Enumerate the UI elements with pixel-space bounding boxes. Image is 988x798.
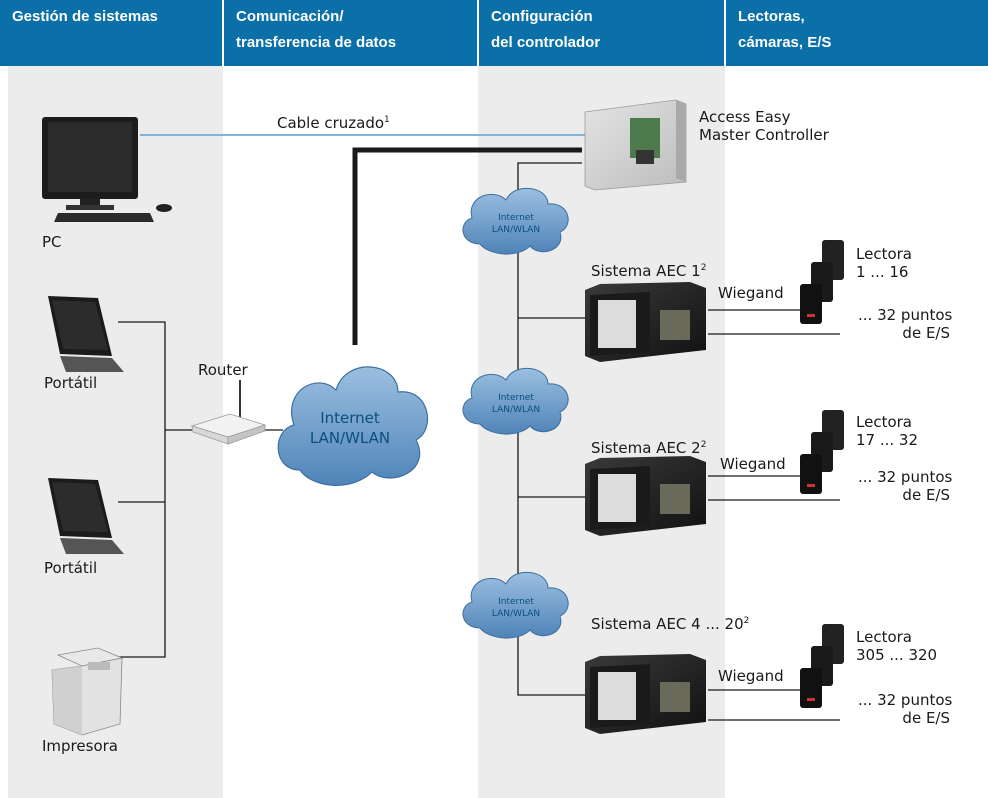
small-cloud-icon — [462, 187, 569, 255]
laptop-icon — [48, 296, 124, 372]
small-cloud-icon — [462, 571, 569, 639]
printer-label: Impresora — [42, 737, 118, 755]
reader-range: 17 ... 32 — [856, 431, 919, 449]
master-line2: Master Controller — [699, 126, 829, 144]
reader-title: Lectora — [856, 245, 912, 263]
card-reader-icon — [800, 410, 844, 494]
wiegand-label: Wiegand — [718, 667, 784, 685]
small-cloud-label: Internet LAN/WLAN — [484, 596, 548, 620]
io-points-line2: de E/S — [902, 486, 950, 504]
reader-title: Lectora — [856, 413, 912, 431]
io-points-line1: ... 32 puntos — [858, 306, 953, 324]
left-bus-line — [118, 321, 166, 658]
internet-cloud-icon — [277, 366, 429, 486]
footnote-marker: 1 — [384, 115, 390, 125]
io-points-line1: ... 32 puntos — [858, 468, 953, 486]
aec-system-label: Sistema AEC 22 — [591, 436, 706, 457]
aec-system-label: Sistema AEC 4 ... 202 — [591, 612, 749, 633]
io-points-label: ... 32 puntos de E/S — [858, 306, 953, 342]
aec-enclosure-icon — [585, 282, 706, 362]
reader-label: Lectora 1 ... 16 — [856, 245, 912, 281]
cloud-line2: LAN/WLAN — [491, 225, 541, 235]
main-cloud-label: Internet LAN/WLAN — [300, 408, 400, 448]
reader-label: Lectora 305 ... 320 — [856, 628, 937, 664]
io-points-line1: ... 32 puntos — [858, 691, 953, 709]
header-line2: del controlador — [491, 34, 601, 51]
card-reader-icon — [800, 240, 844, 324]
io-points-line2: de E/S — [902, 709, 950, 727]
printer-icon — [51, 647, 124, 736]
header-line2: transferencia de datos — [236, 34, 397, 51]
header-line1: Lectoras, — [738, 8, 805, 25]
aec-system-name: Sistema AEC 1 — [591, 262, 701, 280]
header-line1: Comunicación/ — [236, 8, 344, 25]
cloud-line1: Internet — [498, 213, 534, 223]
laptop-icon — [48, 478, 124, 554]
small-cloud-label: Internet LAN/WLAN — [484, 392, 548, 416]
cloud-line1: Internet — [320, 409, 380, 427]
footnote-marker: 2 — [743, 616, 750, 626]
reader-range: 1 ... 16 — [856, 263, 909, 281]
footnote-marker: 2 — [700, 440, 707, 450]
header-line1: Gestión de sistemas — [12, 8, 158, 25]
crossover-cable-label: Cable cruzado1 — [277, 111, 390, 132]
cloud-line2: LAN/WLAN — [491, 405, 541, 415]
small-cloud-label: Internet LAN/WLAN — [484, 212, 548, 236]
io-points-label: ... 32 puntos de E/S — [858, 691, 953, 727]
column-readers-bg — [725, 66, 988, 798]
laptop-label: Portátil — [44, 374, 98, 392]
crossover-cable-text: Cable cruzado — [277, 114, 385, 132]
footnote-marker: 2 — [700, 263, 707, 273]
master-controller-label: Access Easy Master Controller — [699, 108, 829, 144]
master-controller-icon — [584, 99, 687, 191]
pc-icon — [42, 117, 172, 222]
wiegand-label: Wiegand — [718, 284, 784, 302]
aec-system-label: Sistema AEC 12 — [591, 259, 706, 280]
cloud-line1: Internet — [498, 597, 534, 607]
cloud-line1: Internet — [498, 393, 534, 403]
backbone-line — [352, 147, 582, 345]
aec-enclosure-icon — [585, 654, 706, 734]
reader-label: Lectora 17 ... 32 — [856, 413, 918, 449]
header-line1: Configuración — [491, 8, 593, 25]
wiegand-label: Wiegand — [720, 455, 786, 473]
master-line1: Access Easy — [699, 108, 791, 126]
router-icon — [190, 380, 267, 445]
small-cloud-icon — [462, 367, 569, 435]
card-reader-icon — [800, 624, 844, 708]
aec-system-name: Sistema AEC 4 ... 20 — [591, 615, 744, 633]
aec-enclosure-icon — [585, 456, 706, 536]
laptop-label: Portátil — [44, 559, 98, 577]
header-readers: Lectoras, cámaras, E/S — [726, 0, 988, 66]
header-controller-config: Configuración del controlador — [479, 0, 724, 66]
header-system-management: Gestión de sistemas — [0, 0, 222, 66]
aec-system-name: Sistema AEC 2 — [591, 439, 701, 457]
io-points-label: ... 32 puntos de E/S — [858, 468, 953, 504]
router-label: Router — [198, 361, 248, 379]
pc-label: PC — [42, 233, 62, 251]
cloud-line2: LAN/WLAN — [309, 429, 391, 447]
reader-title: Lectora — [856, 628, 912, 646]
cloud-line2: LAN/WLAN — [491, 609, 541, 619]
header-line2: cámaras, E/S — [738, 34, 832, 51]
reader-range: 305 ... 320 — [856, 646, 938, 664]
header-communication: Comunicación/ transferencia de datos — [224, 0, 477, 66]
io-points-line2: de E/S — [902, 324, 950, 342]
